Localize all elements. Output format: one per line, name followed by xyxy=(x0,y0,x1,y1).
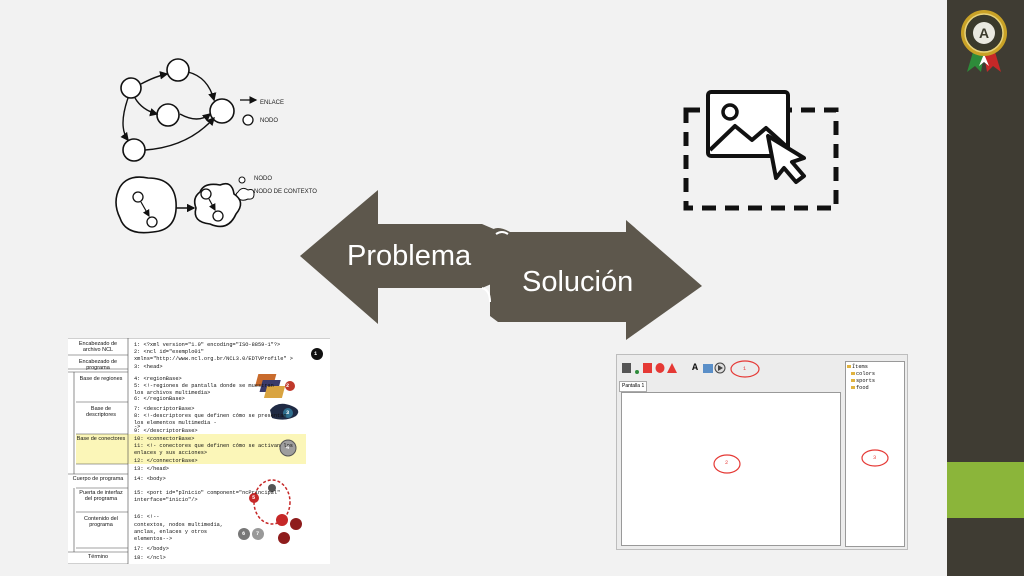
code-line: 3: <head> xyxy=(134,364,163,370)
play-icon xyxy=(718,365,723,371)
section-label: Encabezado de archivo NCL xyxy=(78,341,118,353)
tree-item[interactable]: colors xyxy=(856,371,876,377)
triangle-icon xyxy=(667,363,677,373)
section-label: Término xyxy=(87,554,109,560)
marker-3: 3 xyxy=(873,455,877,461)
ellipse-icon xyxy=(655,363,665,373)
badge: 3 xyxy=(286,410,290,416)
code-line: contextos, nodos multimedia, xyxy=(134,522,224,528)
badge: 5 xyxy=(252,495,256,501)
problem-solution-arrows xyxy=(300,190,702,340)
code-line: interface="inicio"/> xyxy=(134,497,198,503)
code-line: 17: </body> xyxy=(134,546,169,552)
canvas-area[interactable]: 2 xyxy=(621,392,841,546)
marker-2: 2 xyxy=(725,460,729,466)
editor-window: A 1 Pantalla 1 2 Ítems colors sports foo… xyxy=(616,354,908,550)
code-line: los elementos multimedia - xyxy=(134,420,217,426)
save-icon xyxy=(622,363,631,373)
section-label: Base de descriptores xyxy=(86,406,116,418)
sidebar-accent xyxy=(947,462,1024,518)
tree-item[interactable]: food xyxy=(856,385,869,391)
code-line: 16: <!-- xyxy=(134,514,160,520)
code-line: 4: <regionBase> xyxy=(134,376,182,382)
graph-node xyxy=(209,98,235,124)
tree-item[interactable]: Ítems xyxy=(852,364,868,370)
graph-node xyxy=(120,77,142,99)
ncl-graph-diagram xyxy=(115,58,258,234)
code-line: 2: <ncl id="exemplo01" xyxy=(134,349,204,355)
svg-text:A: A xyxy=(979,25,989,41)
sidebar-bar xyxy=(947,0,1024,576)
code-line: 9: </descriptorBase> xyxy=(134,428,198,434)
code-line: enlaces y sus acciones> xyxy=(134,450,208,456)
marker-1: 1 xyxy=(743,366,747,372)
legend-node2-label: NODO xyxy=(254,176,272,182)
tree-item[interactable]: sports xyxy=(856,378,876,384)
section-label: Base de conectores xyxy=(76,436,126,442)
graph-node xyxy=(122,138,146,162)
code-line: 11: <!- conectores que definen cómo se a… xyxy=(134,443,293,449)
tab-pantalla[interactable]: Pantalla 1 xyxy=(619,381,647,392)
image-select-icon xyxy=(683,90,839,211)
seal-logo: A xyxy=(961,10,1007,72)
badge: 6 xyxy=(242,531,246,537)
code-line: 15: <port id="pInicio" component="ncPrin… xyxy=(134,490,281,496)
code-line: 5: <!-regiones de pantalla donde se mues… xyxy=(134,383,274,389)
code-line: 1: <?xml version="1.0" encoding="ISO-885… xyxy=(134,342,281,348)
code-line: 18: </ncl> xyxy=(134,555,166,561)
section-label: Base de regiones xyxy=(79,376,123,382)
code-line: xmlns="http://www.ncl.org.br/NCL3.0/EDTV… xyxy=(134,356,293,362)
badge: 1 xyxy=(314,351,318,357)
code-line: elementos--> xyxy=(134,536,173,542)
solution-arrow xyxy=(490,220,702,340)
code-line: 14: <body> xyxy=(134,476,166,482)
image-icon xyxy=(703,364,713,373)
problem-label: Problema xyxy=(347,240,472,272)
graph-node xyxy=(156,103,180,127)
graph-node xyxy=(166,58,190,82)
text-tool-icon[interactable]: A xyxy=(692,363,699,374)
media-tree-panel: Ítems colors sports food 3 xyxy=(845,361,905,547)
legend-link-label: ENLACE xyxy=(260,100,285,106)
code-line: 7: <descriptorBase> xyxy=(134,406,195,412)
code-line: los archivos multimedia> xyxy=(134,390,211,396)
code-line: 6: </regionBase> xyxy=(134,396,185,402)
code-line: anclas, enlaces y otros xyxy=(134,529,208,535)
badge: 2 xyxy=(286,383,290,389)
code-line: 13: </head> xyxy=(134,466,169,472)
code-line: 10: <connectorBase> xyxy=(134,436,195,442)
section-label: Puerta de interfaz del programa xyxy=(79,490,123,502)
badge: 4 xyxy=(286,445,290,451)
code-line: -> xyxy=(134,424,141,430)
section-label: Contenido del programa xyxy=(84,516,118,528)
section-label: Encabezado de programa xyxy=(78,359,118,371)
solution-label: Solución xyxy=(522,266,634,298)
problem-arrow xyxy=(300,190,496,324)
ncl-structure-table: Encabezado de archivo NCL Encabezado de … xyxy=(68,338,330,564)
rectangle-icon xyxy=(643,363,652,373)
section-label: Cuerpo de programa xyxy=(72,476,124,482)
code-line: 12: </connectorBase> xyxy=(134,458,198,464)
editor-toolbar: A xyxy=(619,359,843,377)
legend-node-label: NODO xyxy=(260,118,278,124)
code-line: 8: <!-descriptores que definen cómo se p… xyxy=(134,413,287,419)
badge: 7 xyxy=(256,531,260,537)
legend-context-label: NODO DE CONTEXTO xyxy=(254,189,317,195)
